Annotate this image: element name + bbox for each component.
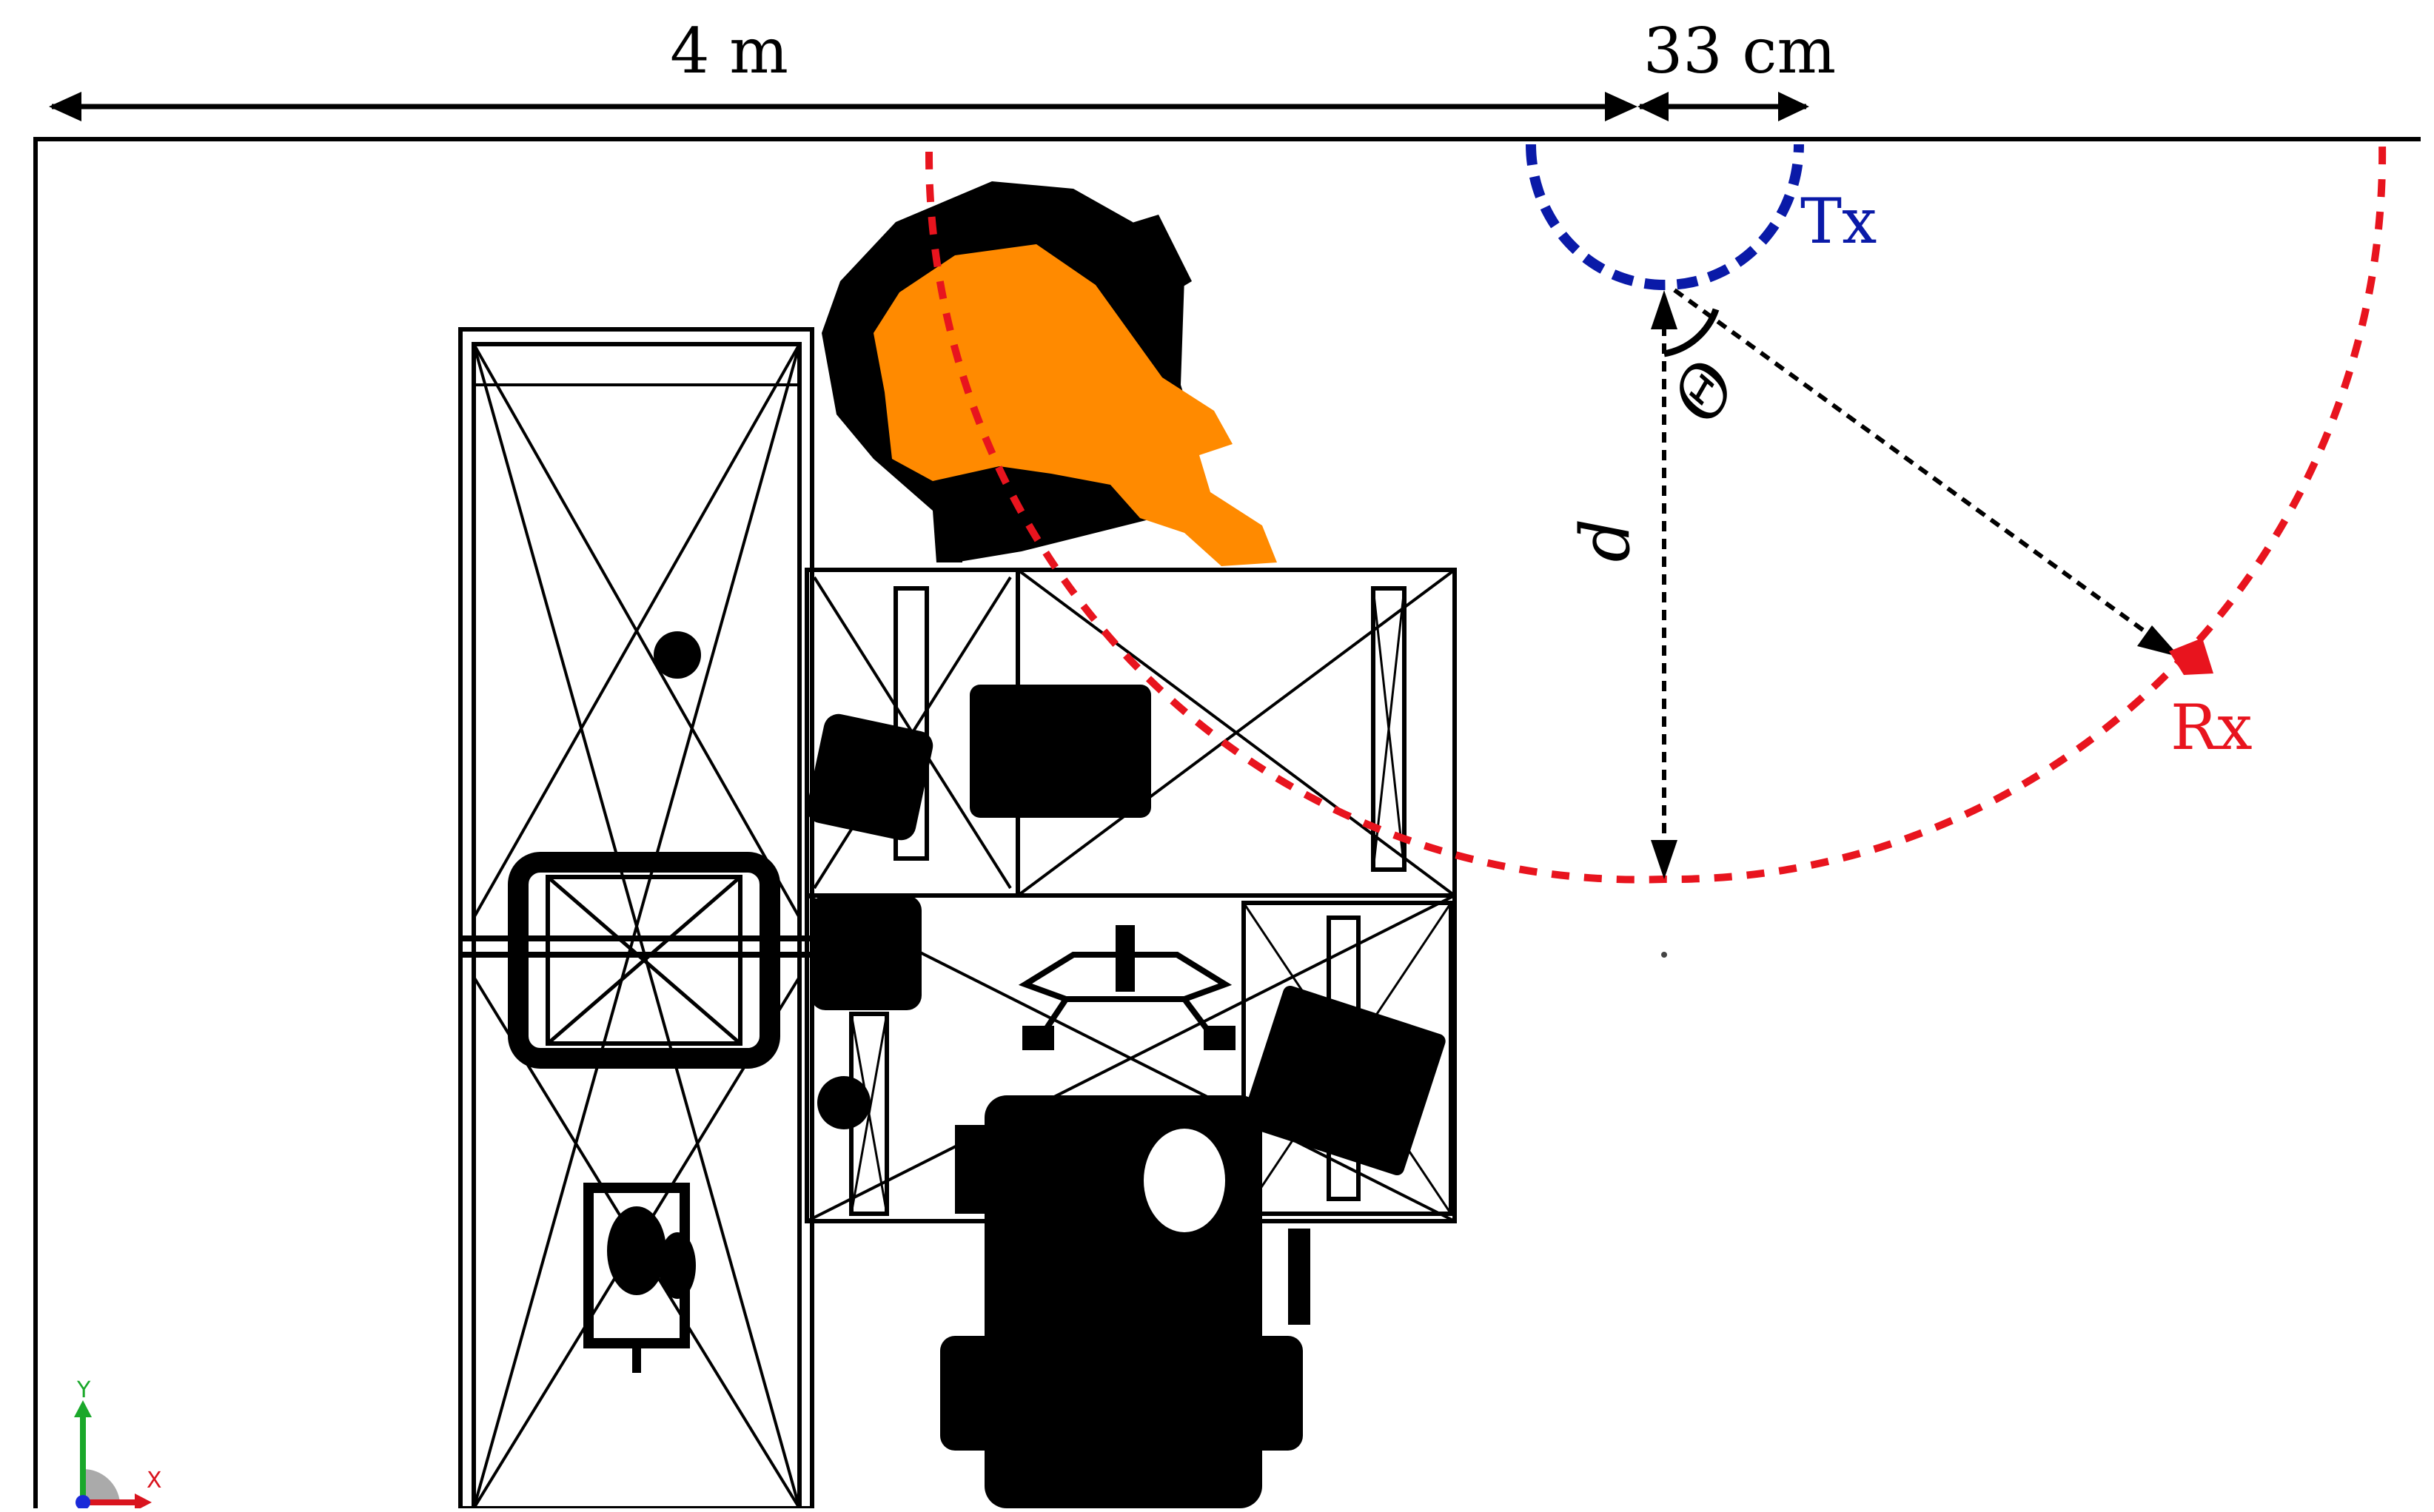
rx-label: Rx: [2170, 691, 2253, 764]
lower-box-right: [1241, 985, 1446, 1176]
lower-device-left: [811, 896, 922, 1010]
robot-arm: [822, 181, 1277, 566]
rx-marker: [2169, 638, 2213, 675]
rack-wheel-inner: [546, 875, 742, 1046]
bottom-vehicle: [940, 1095, 1310, 1508]
tx-rx-ray: [1673, 288, 2180, 657]
vehicle-seat: [1144, 1129, 1225, 1232]
offset-dimension: 33 cm: [1637, 15, 1836, 121]
upper-box: [970, 685, 1151, 818]
stray-dot: [1661, 952, 1667, 958]
distance-arrow: d: [1566, 290, 1677, 879]
width-label: 4 m: [670, 15, 788, 87]
angle-label: Θ: [1657, 348, 1753, 436]
upper-device-left: [806, 713, 933, 841]
offset-label: 33 cm: [1643, 15, 1836, 87]
robot-highlight: [874, 244, 1277, 566]
distance-label: d: [1566, 519, 1645, 562]
angle-arc: [1663, 308, 1720, 357]
tx-arc: [1526, 144, 1804, 291]
lower-sensor: [817, 1076, 871, 1129]
tx-label: Tx: [1800, 185, 1877, 258]
room-boundary: [33, 137, 2421, 1508]
y-axis-label: Y: [76, 1377, 91, 1403]
x-axis-label: X: [147, 1468, 162, 1493]
axis-triad: Y X: [74, 1377, 162, 1511]
rack-sensor-top: [654, 631, 701, 679]
rack-wheel-block: [508, 852, 780, 1069]
gripper-fixture: [1018, 925, 1236, 1050]
width-dimension: 4 m: [49, 15, 1637, 121]
